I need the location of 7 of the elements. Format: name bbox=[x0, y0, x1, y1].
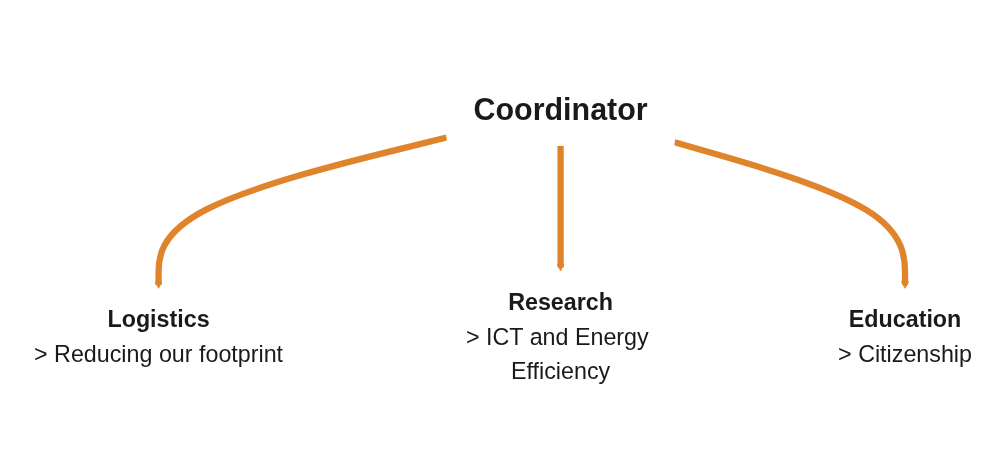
node-text: Education > Citizenship bbox=[838, 305, 972, 368]
arrow bbox=[154, 134, 448, 289]
arrow bbox=[673, 139, 909, 289]
node-text: Coordinator bbox=[473, 92, 648, 127]
node-text: Research > ICT and Energy Efficiency bbox=[466, 288, 649, 385]
arrow bbox=[556, 145, 565, 272]
node-text: Logistics > Reducing our footprint bbox=[34, 305, 284, 368]
